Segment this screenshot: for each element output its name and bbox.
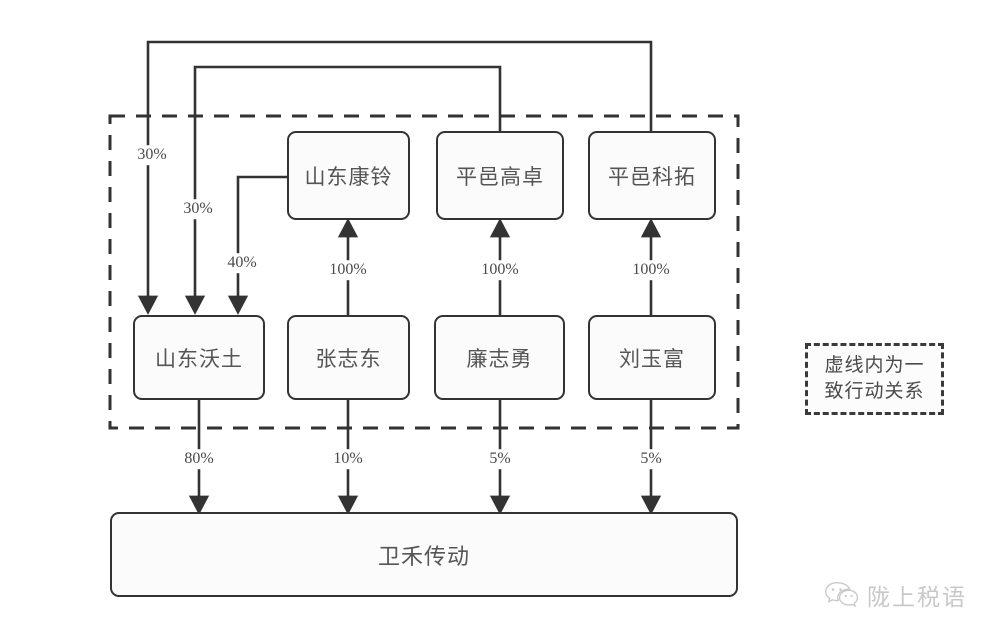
node-label: 张志东: [315, 347, 382, 371]
node-label: 平邑科拓: [608, 165, 696, 189]
watermark-text: 陇上税语: [867, 584, 967, 610]
node-label: 平邑高卓: [456, 165, 544, 189]
legend-line-1: 虚线内为一: [824, 355, 925, 377]
edge-pingyi-gaozhuo-to-shandong-wotu: [184, 65, 502, 315]
edge-label-100-lianzhiyong-gaozhuo: 100%: [478, 260, 522, 280]
consistent-action-boundary: [108, 114, 740, 430]
node-lian-zhiyong[interactable]: 廉志勇: [434, 315, 565, 400]
node-pingyi-gaozhuo[interactable]: 平邑高卓: [436, 131, 564, 220]
node-weihe-chuandong[interactable]: 卫禾传动: [110, 512, 738, 597]
edge-pingyi-ketuo-to-shandong-wotu: [137, 40, 653, 315]
node-zhang-zhidong[interactable]: 张志东: [287, 315, 410, 400]
edge-label-30-ketuo-wotu: 30%: [134, 145, 170, 165]
node-label: 卫禾传动: [377, 543, 470, 569]
edge-label-5-liuyufu-weihe: 5%: [637, 449, 665, 469]
legend-line-2: 致行动关系: [824, 381, 925, 402]
legend-text: 虚线内为一 致行动关系: [824, 353, 924, 404]
edge-label-10-zhangzhidong-weihe: 10%: [330, 449, 366, 469]
node-shandong-wotu[interactable]: 山东沃土: [133, 315, 265, 400]
edge-label-100-liuyufu-ketuo: 100%: [629, 260, 673, 280]
node-label: 廉志勇: [466, 347, 533, 371]
watermark: 陇上税语: [824, 578, 967, 612]
edge-label-5-lianzhiyong-weihe: 5%: [486, 449, 514, 469]
node-shandong-kangling[interactable]: 山东康铃: [287, 131, 410, 220]
edge-label-100-zhangzhidong-kangling: 100%: [326, 260, 370, 280]
edge-label-80-wotu-weihe: 80%: [181, 449, 217, 469]
edge-label-40-kangling-wotu: 40%: [224, 253, 260, 273]
node-label: 刘玉富: [619, 347, 685, 371]
legend-box: 虚线内为一 致行动关系: [805, 343, 944, 415]
node-pingyi-ketuo[interactable]: 平邑科拓: [588, 131, 716, 220]
wechat-icon: [825, 582, 858, 608]
edge-label-30-gaozhuo-wotu: 30%: [180, 199, 216, 219]
node-liu-yufu[interactable]: 刘玉富: [588, 315, 716, 400]
node-label: 山东康铃: [304, 165, 393, 189]
node-label: 山东沃土: [155, 347, 243, 371]
edge-shandong-kangling-to-shandong-wotu: [227, 175, 287, 315]
